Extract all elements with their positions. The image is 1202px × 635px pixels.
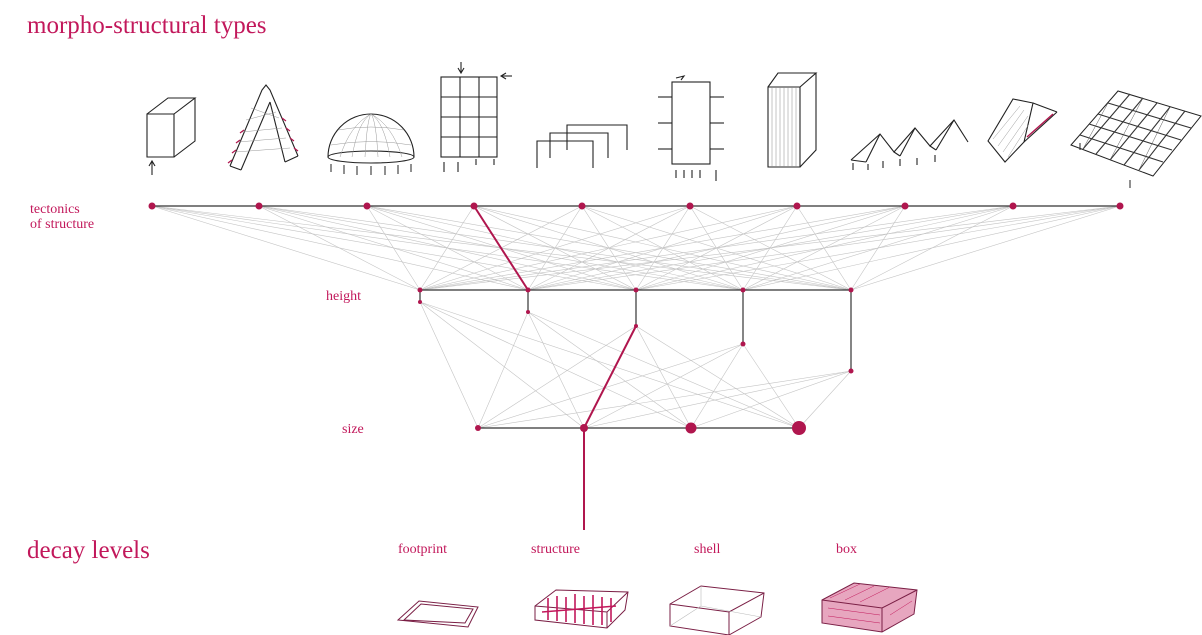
node-size-3	[685, 422, 697, 434]
faint-connection-line	[419, 301, 800, 429]
inclined-plate-icon	[987, 98, 1058, 163]
row-label-size: size	[342, 422, 364, 437]
faint-connection-line	[527, 311, 585, 429]
faint-connection-line	[419, 205, 1014, 291]
faint-connection-line	[477, 343, 744, 429]
wall-block-icon	[146, 97, 197, 175]
faint-connection-line	[477, 325, 637, 429]
portal-frames-icon	[536, 124, 628, 168]
node-height-5	[848, 287, 854, 293]
faint-connection-line	[635, 325, 692, 429]
faint-connection-line	[151, 205, 421, 291]
row-label-tectonics: tectonics of structure	[30, 202, 95, 232]
decay-label-shell: shell	[694, 542, 721, 557]
faint-connection-line	[419, 301, 692, 429]
node-tectonics-2	[255, 202, 263, 210]
shell-icon	[669, 585, 765, 635]
node-size-4	[792, 421, 806, 435]
faint-connection-line	[635, 205, 1121, 291]
node-tectonics-7	[793, 202, 801, 210]
decay-label-footprint: footprint	[398, 542, 447, 557]
node-height-3	[633, 287, 639, 293]
decay-label-box: box	[836, 542, 857, 557]
node-tectonics-8	[901, 202, 909, 210]
faint-connection-line	[742, 343, 800, 429]
faint-connection-line	[258, 205, 421, 291]
decay-label-structure: structure	[531, 542, 580, 557]
node-tectonics-9	[1009, 202, 1017, 210]
page-title: morpho-structural types	[27, 12, 267, 39]
faint-connection-line	[527, 311, 692, 429]
node-height-4	[740, 287, 746, 293]
faint-connection-line	[690, 370, 852, 429]
node-tectonics-6	[686, 202, 694, 210]
height-verticals	[419, 290, 852, 371]
node-size-2	[580, 424, 588, 432]
frame-grid-icon	[440, 62, 512, 172]
node-height-1	[417, 287, 423, 293]
dome-icon	[327, 113, 415, 175]
node-height-drop-2	[526, 310, 530, 314]
faint-connection-line	[419, 205, 798, 291]
faint-connection-line	[583, 343, 744, 429]
decay-levels-title: decay levels	[27, 537, 150, 564]
faint-connection-line	[583, 370, 852, 429]
folded-plate-icon	[227, 84, 299, 171]
faint-connection-line	[419, 205, 475, 291]
faint-connection-line	[690, 343, 744, 429]
node-tectonics-5	[578, 202, 586, 210]
core-frame-icon	[658, 75, 724, 181]
faint-connections	[151, 205, 1121, 429]
highlight-path	[473, 205, 637, 530]
faint-connection-line	[366, 205, 421, 291]
faint-connection-line	[635, 325, 800, 429]
row-label-height: height	[326, 289, 361, 304]
node-tectonics-3	[363, 202, 371, 210]
faint-connection-line	[419, 205, 691, 291]
faint-connection-line	[850, 205, 1121, 291]
faint-connection-line	[527, 205, 1121, 291]
faint-connection-line	[527, 311, 800, 429]
node-size-1	[475, 425, 481, 431]
faint-connection-line	[419, 205, 906, 291]
faint-connection-line	[419, 301, 479, 429]
faint-connection-line	[798, 370, 852, 429]
footprint-icon	[396, 600, 479, 628]
ribbed-tower-icon	[767, 72, 818, 168]
faint-connection-line	[477, 311, 529, 429]
node-tectonics-1	[148, 202, 156, 210]
sawtooth-roof-icon	[850, 119, 969, 170]
box-icon	[821, 582, 918, 633]
node-height-2	[525, 287, 531, 293]
space-frame-icon	[1070, 90, 1202, 188]
faint-connection-line	[742, 205, 1121, 291]
node-height-drop-1	[418, 300, 422, 304]
faint-connection-line	[419, 205, 1121, 291]
node-height-drop-3	[634, 324, 638, 328]
node-height-drop-5	[848, 368, 854, 374]
nodes	[148, 202, 1124, 435]
faint-connection-line	[477, 370, 852, 429]
node-tectonics-10	[1116, 202, 1124, 210]
node-height-drop-4	[740, 341, 746, 347]
structure-icon	[534, 589, 629, 629]
faint-connection-line	[419, 301, 585, 429]
node-tectonics-4	[470, 202, 478, 210]
